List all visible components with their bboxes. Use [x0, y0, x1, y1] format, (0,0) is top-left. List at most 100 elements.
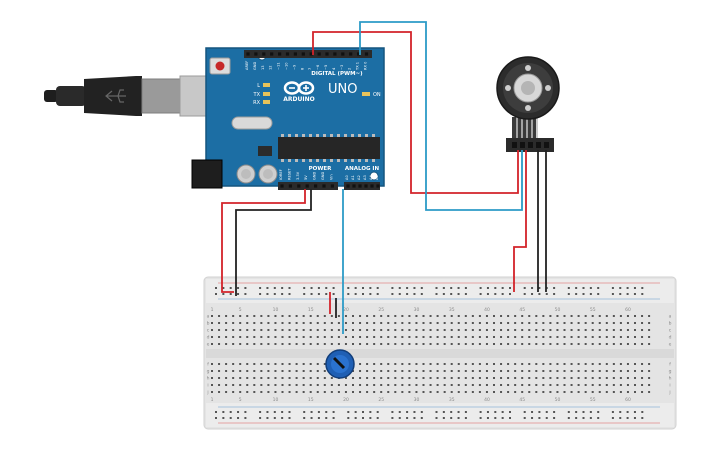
terminal-hole[interactable] — [514, 363, 517, 365]
terminal-hole[interactable] — [471, 315, 474, 317]
rail-hole[interactable] — [325, 417, 328, 419]
terminal-hole[interactable] — [274, 370, 277, 372]
terminal-hole[interactable] — [394, 363, 397, 365]
rail-hole[interactable] — [619, 417, 622, 419]
terminal-hole[interactable] — [323, 377, 326, 379]
terminal-hole[interactable] — [549, 329, 552, 331]
terminal-hole[interactable] — [507, 384, 510, 386]
terminal-hole[interactable] — [274, 315, 277, 317]
terminal-hole[interactable] — [591, 377, 594, 379]
terminal-hole[interactable] — [422, 343, 425, 345]
rail-hole[interactable] — [222, 417, 225, 419]
terminal-hole[interactable] — [443, 329, 446, 331]
terminal-hole[interactable] — [422, 384, 425, 386]
terminal-hole[interactable] — [521, 336, 524, 338]
terminal-hole[interactable] — [535, 377, 538, 379]
terminal-hole[interactable] — [288, 322, 291, 324]
terminal-hole[interactable] — [239, 377, 242, 379]
terminal-hole[interactable] — [556, 384, 559, 386]
rail-hole[interactable] — [479, 287, 482, 289]
terminal-hole[interactable] — [634, 384, 636, 386]
rail-hole[interactable] — [457, 293, 460, 295]
rail-hole[interactable] — [347, 293, 350, 295]
terminal-hole[interactable] — [648, 322, 651, 324]
terminal-hole[interactable] — [309, 329, 312, 331]
terminal-hole[interactable] — [344, 391, 347, 393]
terminal-hole[interactable] — [373, 363, 376, 365]
rail-hole[interactable] — [589, 287, 592, 289]
terminal-hole[interactable] — [380, 322, 383, 324]
terminal-hole[interactable] — [563, 384, 566, 386]
rail-hole[interactable] — [281, 417, 284, 419]
terminal-hole[interactable] — [330, 329, 333, 331]
terminal-hole[interactable] — [373, 322, 376, 324]
terminal-hole[interactable] — [436, 343, 439, 345]
terminal-hole[interactable] — [591, 329, 594, 331]
terminal-hole[interactable] — [619, 377, 622, 379]
terminal-hole[interactable] — [556, 377, 559, 379]
terminal-hole[interactable] — [648, 343, 651, 345]
digital-header[interactable] — [244, 50, 372, 58]
terminal-hole[interactable] — [577, 329, 580, 331]
terminal-hole[interactable] — [422, 336, 425, 338]
terminal-hole[interactable] — [232, 315, 235, 317]
terminal-hole[interactable] — [344, 377, 347, 379]
terminal-hole[interactable] — [528, 370, 531, 372]
terminal-hole[interactable] — [605, 377, 608, 379]
rail-hole[interactable] — [325, 411, 328, 413]
terminal-hole[interactable] — [401, 343, 404, 345]
rail-hole[interactable] — [435, 411, 438, 413]
terminal-hole[interactable] — [549, 391, 552, 393]
terminal-hole[interactable] — [359, 391, 362, 393]
terminal-hole[interactable] — [577, 370, 580, 372]
terminal-hole[interactable] — [612, 329, 615, 331]
terminal-hole[interactable] — [366, 336, 369, 338]
terminal-hole[interactable] — [401, 315, 404, 317]
terminal-hole[interactable] — [274, 377, 277, 379]
terminal-hole[interactable] — [535, 363, 538, 365]
rail-hole[interactable] — [406, 293, 409, 295]
terminal-hole[interactable] — [274, 391, 277, 393]
terminal-hole[interactable] — [507, 343, 510, 345]
terminal-hole[interactable] — [415, 377, 418, 379]
terminal-hole[interactable] — [478, 343, 481, 345]
rail-hole[interactable] — [406, 417, 409, 419]
terminal-hole[interactable] — [471, 329, 474, 331]
terminal-hole[interactable] — [352, 329, 354, 331]
header-pin[interactable] — [341, 52, 345, 56]
terminal-hole[interactable] — [634, 363, 636, 365]
rail-hole[interactable] — [633, 417, 636, 419]
terminal-hole[interactable] — [415, 363, 418, 365]
terminal-hole[interactable] — [619, 370, 622, 372]
terminal-hole[interactable] — [521, 377, 524, 379]
rail-hole[interactable] — [538, 417, 541, 419]
terminal-hole[interactable] — [563, 343, 566, 345]
terminal-hole[interactable] — [436, 315, 439, 317]
terminal-hole[interactable] — [612, 384, 615, 386]
terminal-hole[interactable] — [288, 384, 291, 386]
terminal-hole[interactable] — [493, 322, 495, 324]
terminal-hole[interactable] — [507, 329, 510, 331]
rail-hole[interactable] — [501, 293, 504, 295]
terminal-hole[interactable] — [605, 322, 608, 324]
terminal-hole[interactable] — [394, 343, 397, 345]
terminal-hole[interactable] — [232, 377, 235, 379]
terminal-hole[interactable] — [514, 391, 517, 393]
rail-hole[interactable] — [354, 411, 357, 413]
terminal-hole[interactable] — [366, 329, 369, 331]
terminal-hole[interactable] — [380, 370, 383, 372]
rail-hole[interactable] — [273, 411, 276, 413]
terminal-hole[interactable] — [359, 343, 362, 345]
terminal-hole[interactable] — [218, 370, 221, 372]
terminal-hole[interactable] — [641, 322, 644, 324]
terminal-hole[interactable] — [457, 363, 460, 365]
terminal-hole[interactable] — [464, 370, 467, 372]
rail-hole[interactable] — [354, 287, 357, 289]
terminal-hole[interactable] — [598, 391, 601, 393]
terminal-hole[interactable] — [267, 343, 270, 345]
terminal-hole[interactable] — [605, 329, 608, 331]
terminal-hole[interactable] — [542, 377, 545, 379]
terminal-hole[interactable] — [443, 384, 446, 386]
terminal-hole[interactable] — [309, 322, 312, 324]
terminal-hole[interactable] — [408, 343, 411, 345]
